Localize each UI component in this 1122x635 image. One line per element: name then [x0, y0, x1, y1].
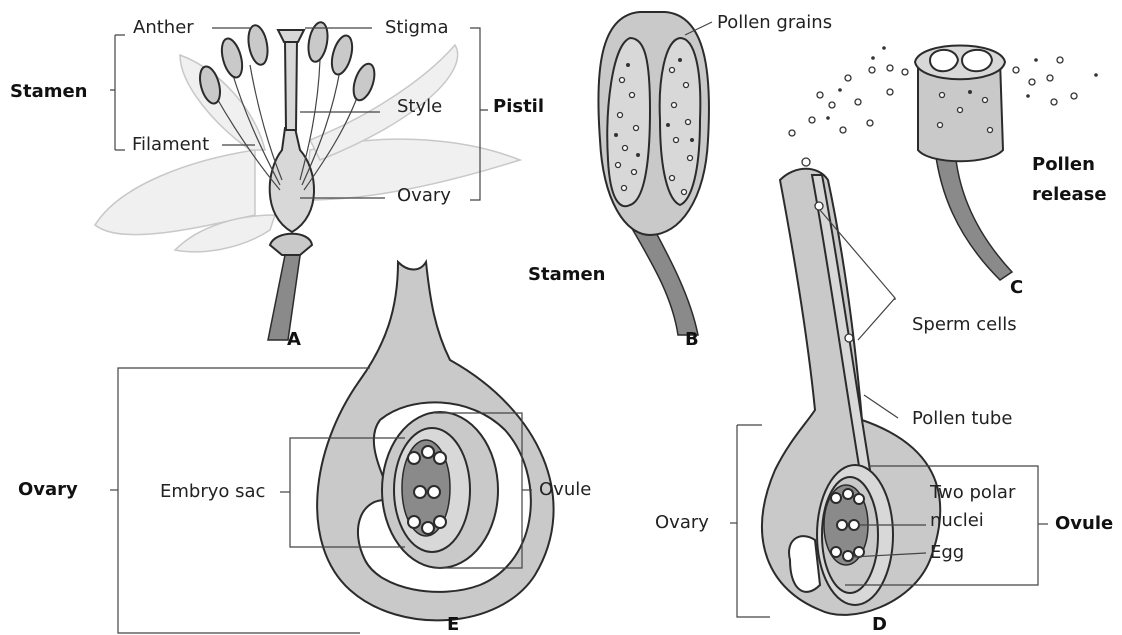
- flower-illustration: [95, 21, 520, 340]
- stamen-c-filament: [935, 150, 1012, 280]
- panel-c-annotations: Pollen release C: [1010, 154, 1107, 298]
- label-sperm-cells: Sperm cells: [912, 314, 1017, 335]
- label-ovule-d: Ovule: [1055, 513, 1113, 534]
- stamen-c-open-sac-right: [962, 50, 992, 71]
- label-pollen-release-line1: Pollen: [1032, 154, 1095, 175]
- pistil-ovary: [270, 128, 314, 232]
- pistil-stigma: [278, 30, 304, 42]
- label-pollen-grains: Pollen grains: [717, 12, 832, 33]
- receptacle: [270, 234, 312, 255]
- label-style: Style: [397, 96, 442, 117]
- stamen-filament: [630, 225, 698, 335]
- panel-a-letter: A: [287, 329, 301, 350]
- label-pollen-release-line2: release: [1032, 184, 1107, 205]
- fertilization-illustration: [762, 169, 940, 615]
- label-pistil: Pistil: [493, 96, 544, 117]
- panel-e-letter: E: [447, 614, 459, 635]
- label-two-polar-line2: nuclei: [930, 510, 984, 531]
- label-embryo-sac: Embryo sac: [160, 481, 265, 502]
- anther-sac-right: [660, 38, 701, 205]
- label-stigma: Stigma: [385, 17, 448, 38]
- label-filament: Filament: [132, 134, 209, 155]
- pistil-style: [285, 40, 297, 130]
- stamen-illustration: [598, 12, 709, 335]
- panel-d-letter: D: [872, 614, 887, 635]
- label-stamen-b: Stamen: [528, 264, 606, 285]
- label-stamen-a: Stamen: [10, 81, 88, 102]
- stamen-c-open-sac-left: [930, 50, 958, 71]
- label-anther: Anther: [133, 17, 194, 38]
- label-ovary-e: Ovary: [18, 479, 78, 500]
- label-ovary-d: Ovary: [655, 512, 709, 533]
- label-egg: Egg: [930, 542, 964, 563]
- label-pollen-tube: Pollen tube: [912, 408, 1012, 429]
- panel-c-letter: C: [1010, 277, 1023, 298]
- panel-b-letter: B: [685, 329, 699, 350]
- label-ovary-a: Ovary: [397, 185, 451, 206]
- label-ovule-e: Ovule: [539, 479, 591, 500]
- ovary-illustration: [317, 262, 553, 620]
- ovary-d-cavity: [789, 536, 820, 592]
- label-two-polar-line1: Two polar: [929, 482, 1016, 503]
